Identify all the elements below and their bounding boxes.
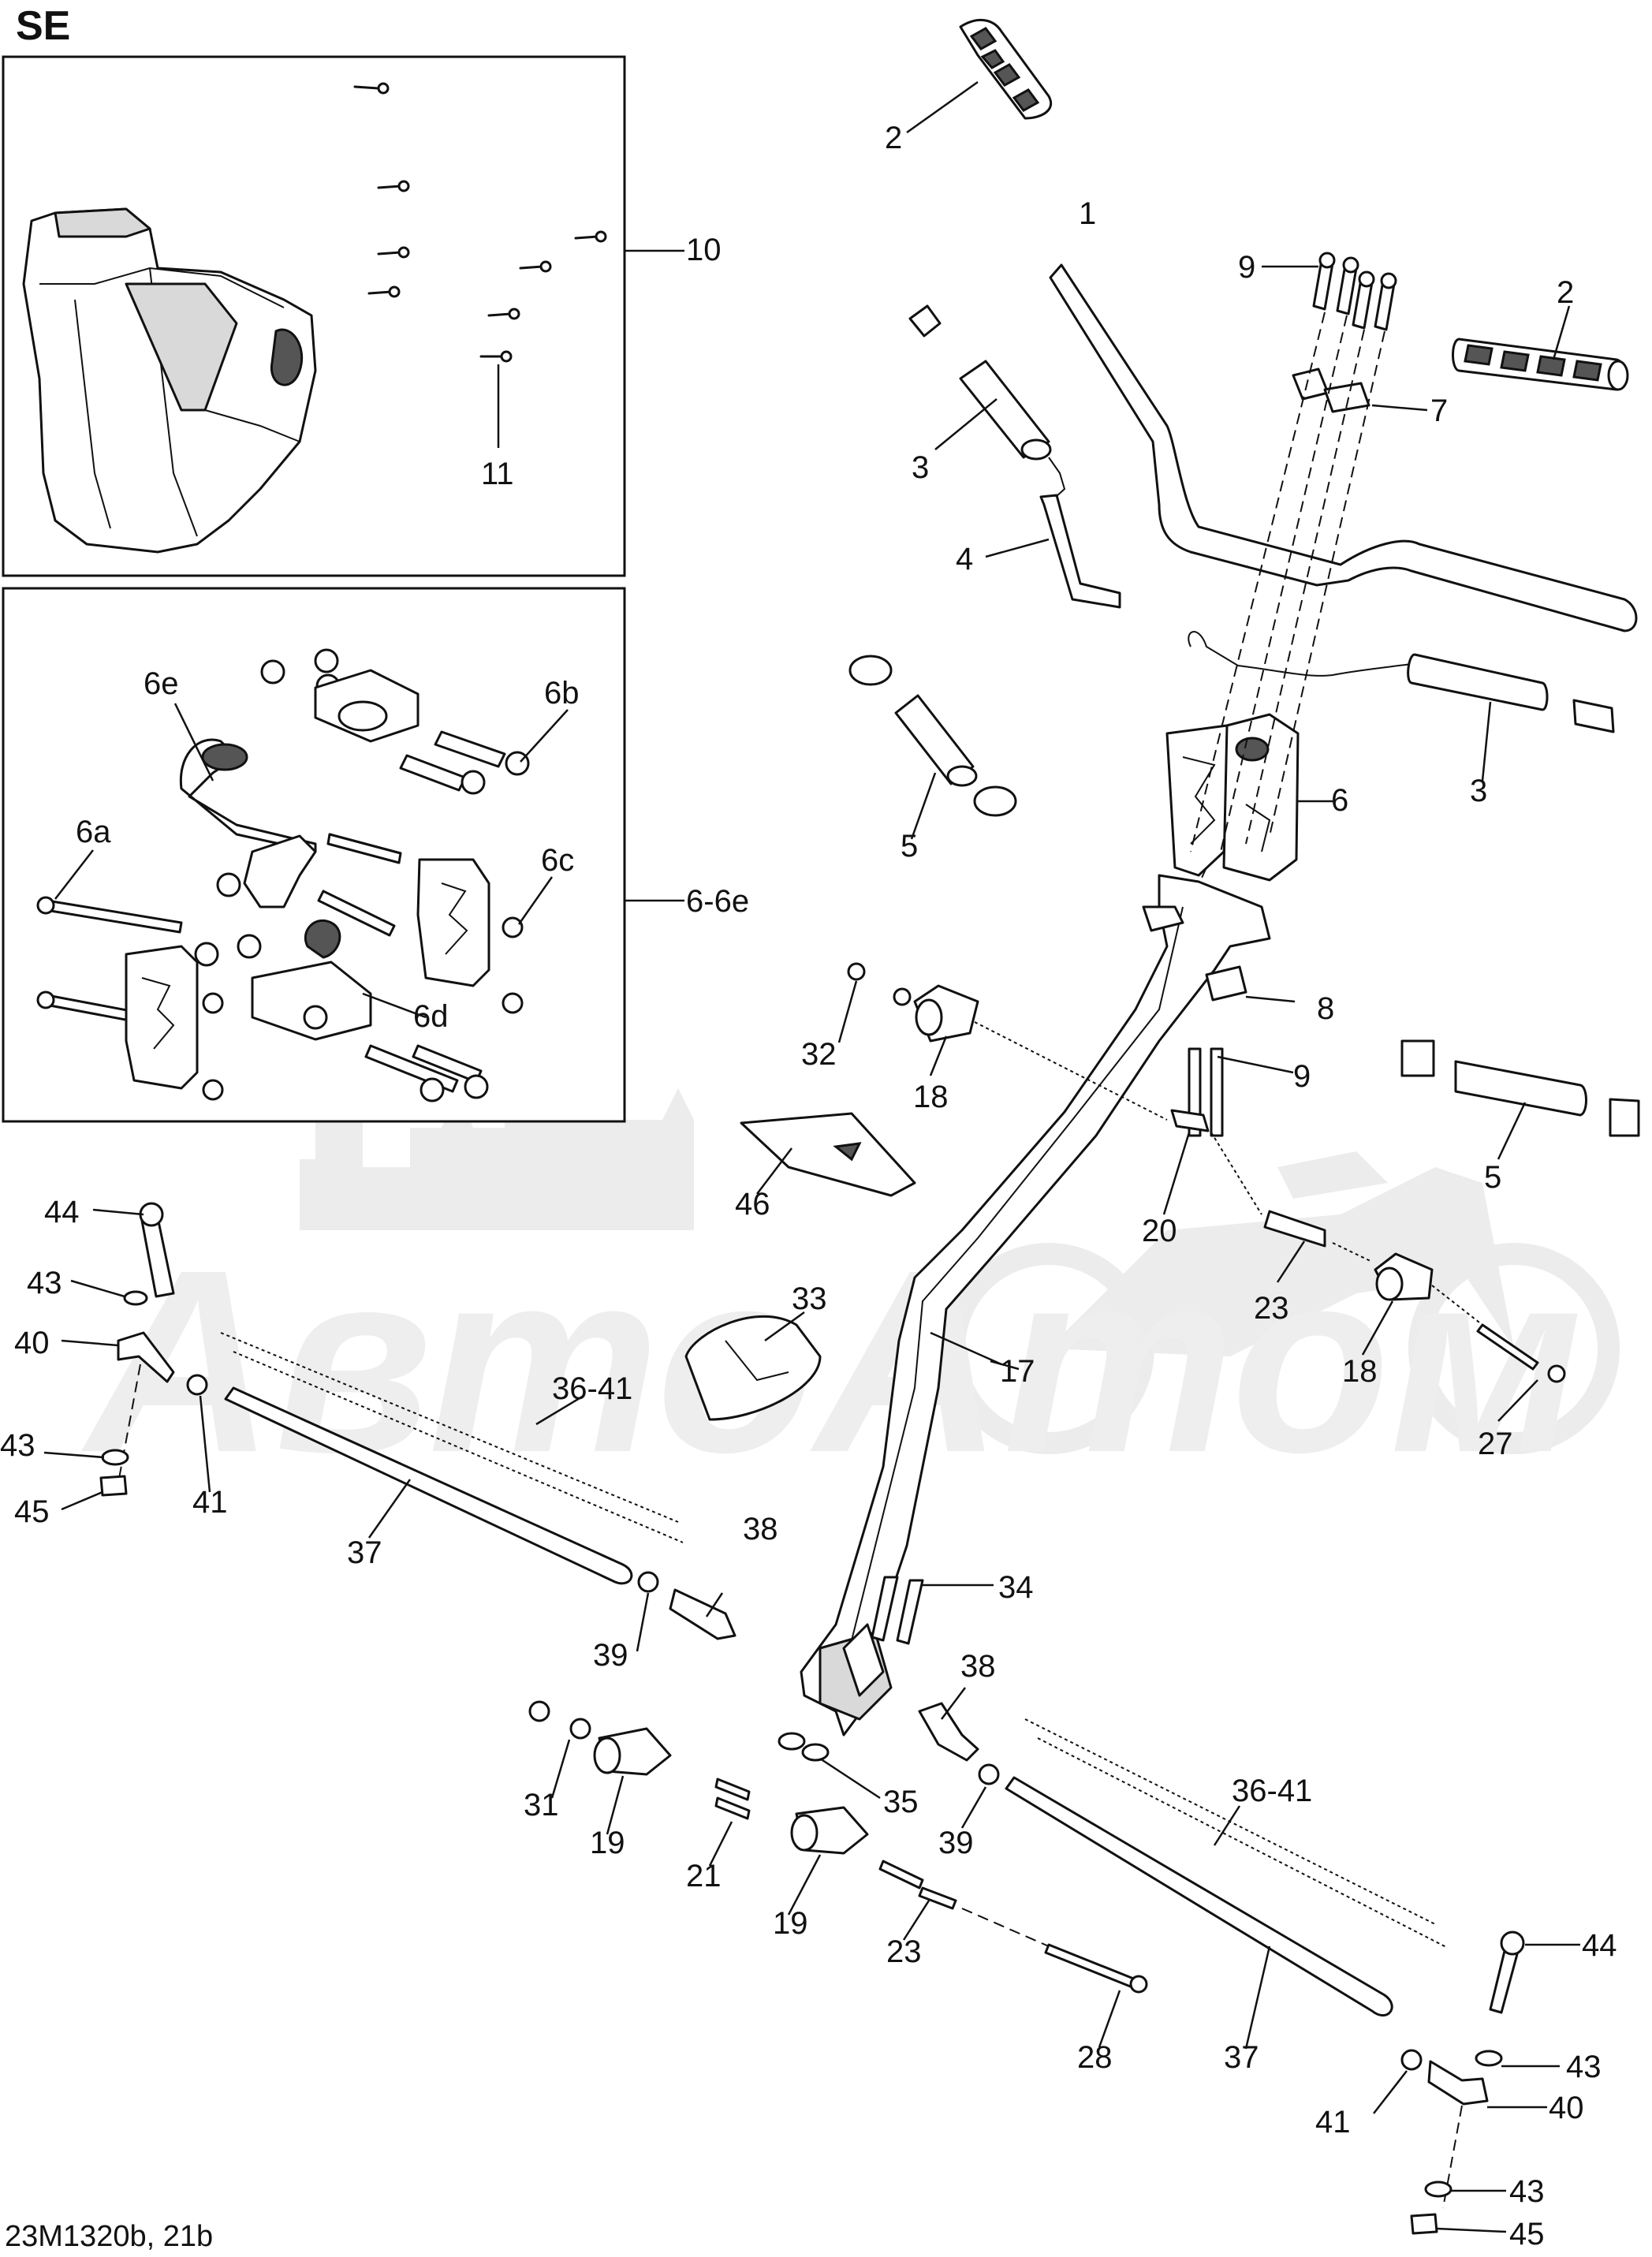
callout-20: 20 bbox=[1142, 1214, 1177, 1248]
callout-37: 37 bbox=[1224, 2040, 1259, 2075]
callout-44: 44 bbox=[1582, 1928, 1617, 1963]
callout-19: 19 bbox=[773, 1906, 808, 1941]
callout-6b: 6b bbox=[544, 676, 580, 711]
callout-3: 3 bbox=[912, 450, 929, 485]
callout-17: 17 bbox=[1000, 1354, 1035, 1389]
callout-39: 39 bbox=[938, 1826, 974, 1860]
callout-27: 27 bbox=[1478, 1427, 1513, 1461]
section-title: SE bbox=[16, 3, 70, 49]
callout-39: 39 bbox=[593, 1638, 628, 1673]
callout-2: 2 bbox=[1557, 275, 1574, 310]
left-tie-rod bbox=[43, 1202, 737, 1652]
callout-43: 43 bbox=[1509, 2174, 1545, 2209]
callout-4: 4 bbox=[956, 542, 973, 576]
callout-45: 45 bbox=[1509, 2217, 1545, 2251]
callout-36-41: 36-41 bbox=[1232, 1774, 1312, 1808]
callout-7: 7 bbox=[1430, 394, 1448, 428]
callout-45: 45 bbox=[14, 1494, 50, 1529]
callout-28: 28 bbox=[1077, 2040, 1113, 2075]
watermark-text: АвтоАтом bbox=[79, 1215, 1583, 1506]
callout-38: 38 bbox=[743, 1512, 778, 1546]
callout-43: 43 bbox=[27, 1266, 62, 1300]
callout-6d: 6d bbox=[413, 999, 449, 1034]
callout-labels: 2 1 9 2 7 3 4 6 3 5 8 9 32 18 5 46 20 23… bbox=[0, 121, 1617, 2251]
drawing-code: 23M1320b, 21b bbox=[5, 2220, 213, 2253]
callout-9: 9 bbox=[1238, 250, 1255, 285]
callout-6a: 6a bbox=[76, 815, 111, 849]
callout-35: 35 bbox=[883, 1785, 919, 1819]
callout-11: 11 bbox=[481, 457, 514, 491]
callout-21: 21 bbox=[686, 1859, 722, 1893]
callout-3: 3 bbox=[1470, 774, 1487, 808]
callout-40: 40 bbox=[14, 1326, 50, 1360]
inset-fairing bbox=[2, 55, 684, 577]
inset-riser-kit bbox=[2, 587, 684, 1123]
callout-41: 41 bbox=[192, 1485, 228, 1520]
callout-43: 43 bbox=[1566, 2050, 1602, 2084]
callout-18: 18 bbox=[1342, 1354, 1378, 1389]
callout-10: 10 bbox=[686, 233, 722, 267]
callout-40: 40 bbox=[1549, 2091, 1584, 2125]
callout-43: 43 bbox=[0, 1428, 35, 1463]
callout-38: 38 bbox=[960, 1649, 996, 1684]
middle-parts bbox=[684, 962, 1566, 1422]
callout-1: 1 bbox=[1079, 196, 1096, 231]
callout-5: 5 bbox=[901, 829, 918, 864]
callout-23: 23 bbox=[886, 1934, 922, 1969]
callout-2: 2 bbox=[885, 121, 902, 155]
steering-column bbox=[778, 874, 1296, 1800]
callout-34: 34 bbox=[998, 1570, 1034, 1605]
callout-46: 46 bbox=[735, 1187, 770, 1222]
right-tie-rod bbox=[918, 1687, 1580, 2235]
handlebar-assembly bbox=[848, 18, 1640, 1160]
callout-18: 18 bbox=[913, 1080, 949, 1114]
callout-6: 6 bbox=[1331, 783, 1348, 818]
callout-31: 31 bbox=[524, 1788, 559, 1822]
lower-linkage bbox=[528, 1700, 1148, 2048]
callout-9: 9 bbox=[1293, 1059, 1311, 1094]
callout-23: 23 bbox=[1254, 1291, 1289, 1326]
callout-32: 32 bbox=[801, 1037, 837, 1072]
callout-36-41: 36-41 bbox=[552, 1371, 632, 1406]
callout-41: 41 bbox=[1315, 2105, 1351, 2139]
callout-37: 37 bbox=[347, 1535, 382, 1570]
callout-8: 8 bbox=[1317, 991, 1334, 1026]
callout-44: 44 bbox=[44, 1195, 80, 1229]
callout-19: 19 bbox=[590, 1826, 625, 1860]
callout-5: 5 bbox=[1484, 1160, 1501, 1195]
callout-6-6e: 6-6e bbox=[686, 884, 749, 919]
callout-6e: 6e bbox=[144, 666, 179, 701]
callout-6c: 6c bbox=[541, 843, 574, 878]
callout-33: 33 bbox=[792, 1281, 827, 1316]
